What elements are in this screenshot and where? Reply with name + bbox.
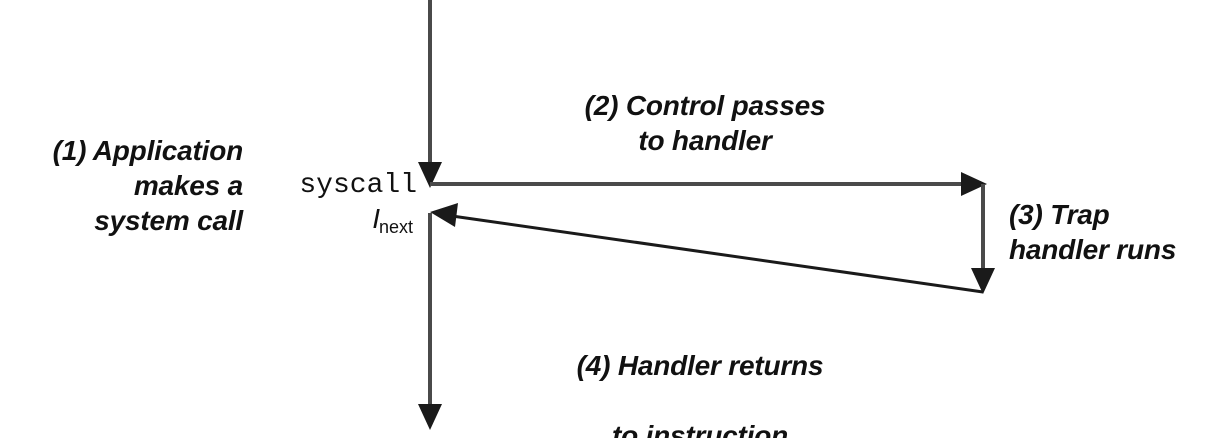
syscall-instruction-label: syscall bbox=[299, 170, 417, 201]
annotation-step-4-line-1: (4) Handler returns bbox=[576, 350, 824, 381]
application-continues-arrowhead-icon bbox=[418, 404, 442, 430]
trap-handler-arrowhead-icon bbox=[971, 268, 995, 294]
handler-returns-arrowhead-icon bbox=[430, 203, 458, 227]
edge-application-continues-down bbox=[418, 213, 442, 430]
handler-returns-line bbox=[451, 214, 984, 294]
next-instruction-symbol: I bbox=[372, 203, 380, 234]
annotation-step-2: (2) Control passes to handler bbox=[584, 90, 826, 156]
annotation-step-4: (4) Handler returns to instruction follo… bbox=[500, 313, 900, 438]
control-passes-arrowhead-icon bbox=[961, 172, 987, 196]
application-down-arrowhead-icon bbox=[418, 162, 442, 188]
next-instruction-subscript: next bbox=[378, 217, 413, 237]
annotation-step-4-line-2: to instruction bbox=[611, 420, 789, 438]
annotation-step-3: (3) Trap handler runs bbox=[1009, 199, 1177, 265]
next-instruction-label: Inext bbox=[0, 203, 414, 237]
edge-control-passes-to-handler bbox=[430, 172, 987, 196]
edge-handler-returns bbox=[430, 203, 984, 294]
annotation-step-1: (1) Application makes a system call bbox=[52, 135, 244, 236]
edge-application-down-to-syscall bbox=[418, 0, 442, 188]
edge-trap-handler-runs bbox=[971, 184, 995, 294]
